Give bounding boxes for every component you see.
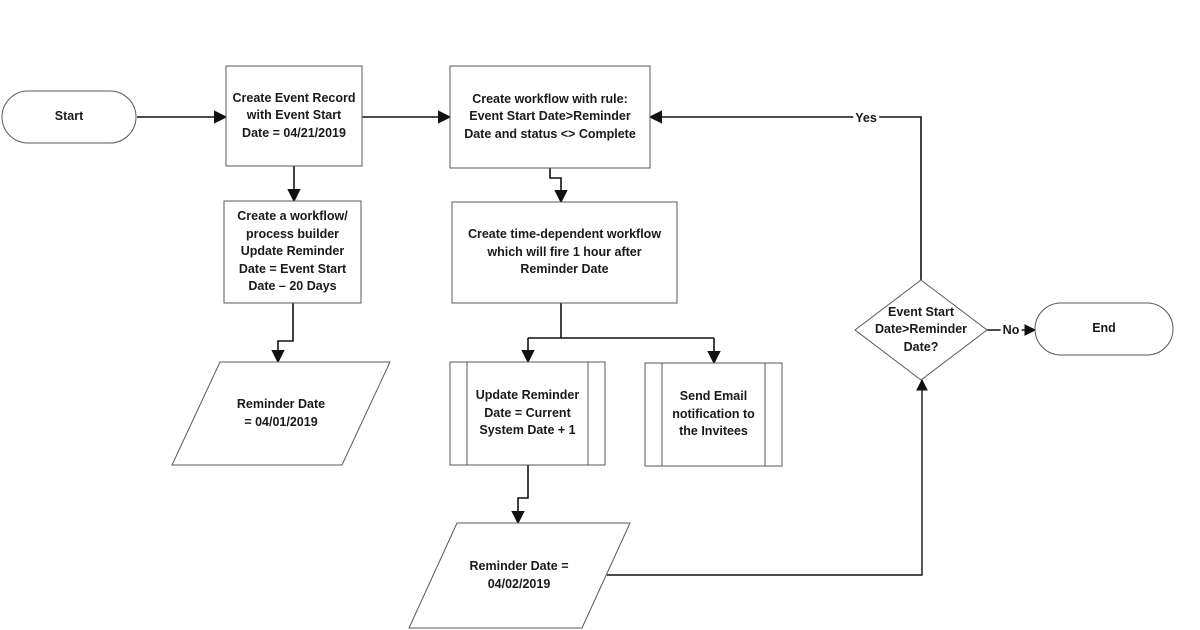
update-reminder-predefined-shape <box>449 361 606 466</box>
time-dependent-process-shape <box>451 201 678 304</box>
edge-update-reminder-to-reminder2 <box>511 465 529 525</box>
edge-reminder2-to-decision <box>607 378 928 576</box>
process-builder-process-shape <box>223 200 362 304</box>
decision-diamond-shape <box>854 279 988 381</box>
reminder2-parallelogram-shape <box>408 522 631 629</box>
workflow-rule-process-shape <box>449 65 651 169</box>
edge-workflow-rule-to-time-dependent <box>549 168 568 204</box>
reminder1-parallelogram-shape <box>171 361 391 466</box>
end-terminator-shape <box>1034 302 1174 356</box>
no-edge-label: No <box>1000 323 1022 337</box>
edge-process-builder-to-reminder1 <box>271 303 294 364</box>
create-event-process-shape <box>225 65 363 167</box>
start-terminator-shape <box>1 90 137 144</box>
edge-decision-yes-to-workflow-rule <box>648 110 922 280</box>
yes-edge-label: Yes <box>853 111 879 125</box>
send-email-predefined-shape <box>644 362 783 467</box>
